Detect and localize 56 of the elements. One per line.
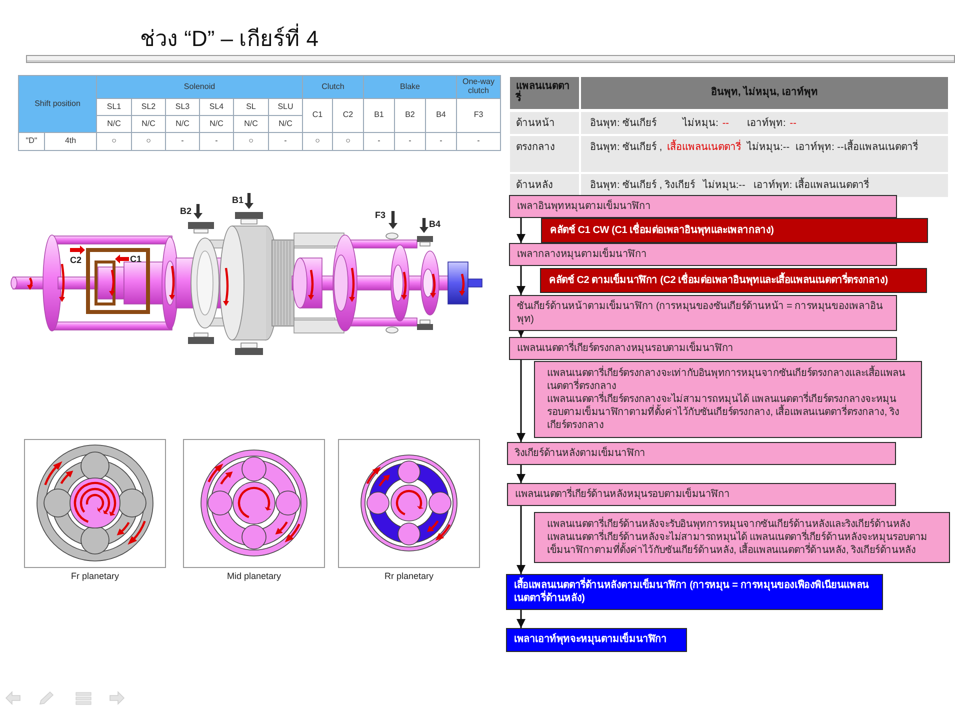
cell-text: เอาท์พุท: เสื้อแพลนเนตตารี่ xyxy=(753,179,869,192)
table-header: Blake xyxy=(363,75,457,99)
part-label: F3 xyxy=(375,210,386,221)
table-header: Clutch xyxy=(302,75,364,99)
note-text: แพลนเนตตารี่เกียร์ตรงกลางจะเท่ากับอินพุทการหมุนจากซันเกียร์ตรงกลางและเสื้อแพลนเนตตารี่ตรงกลาง xyxy=(547,367,911,393)
arrow xyxy=(516,266,526,295)
caption: Mid planetary xyxy=(226,571,282,582)
cell-text: อินพุท: ซันเกียร์ , xyxy=(590,141,662,154)
cell-text: เสื้อแพลนเนตตารี่ xyxy=(667,141,742,154)
highlight-box: เพลาเอาท์พุทจะหมุนตามเข็มนาฬิกา xyxy=(506,628,687,652)
process-box: แพลนเนตตารี่เกียร์ด้านหลังหมุนรอบตามเข็มนาฬิกา xyxy=(507,483,896,506)
table-header: แพลนเนตตารี่ xyxy=(510,77,579,109)
note-box xyxy=(534,361,922,438)
note-text: แพลนเนตตารี่เกียร์ด้านหลังจะรับอินพุทการหมุนจากซันเกียร์ด้านหลังและริงเกียร์ด้านหลัง xyxy=(547,518,939,531)
part-label: C1 xyxy=(130,254,142,265)
note-text: แพลนเนตตารี่เกียร์ตรงกลางจะไม่สามารถหมุนได้ แพลนเนตตารี่เกียร์ตรงกลางจะหมุนรอบตามเข็มนาฬิกาตามที่ตั้งค่าไว้กับซันเกียร์ตรงกลาง, เสื้อแพลนเนตตารี่ตรงกลาง, ริงเกียร์ตรงกลาง xyxy=(547,393,911,432)
part-label: C2 xyxy=(70,255,82,266)
arrow xyxy=(516,506,526,574)
table-cell: ตรงกลาง xyxy=(510,136,579,172)
cell-text: อินพุท: ซันเกียร์ , ริงเกียร์ xyxy=(590,179,695,192)
note-box xyxy=(534,512,950,563)
process-box: ริงเกียร์ด้านหลังตามเข็มนาฬิกา xyxy=(507,442,896,465)
highlight-box: คลัตช์ C1 CW (C1 เชื่อมต่อเพลาอินพุทและเพลากลาง) xyxy=(541,218,928,243)
part-label: B2 xyxy=(180,206,192,217)
caption: Rr planetary xyxy=(383,571,435,582)
cell-text: -- xyxy=(790,117,796,130)
process-box: ซันเกียร์ด้านหน้าตามเข็มนาฬิกา (การหมุนของซันเกียร์ด้านหน้า = การหมุนของเพลาอินพุท) xyxy=(509,295,897,331)
arrow xyxy=(516,360,526,442)
note-text: แพลนเนตตารี่เกียร์ด้านหลังจะไม่สามารถหมุนได้ แพลนเนตตารี่เกียร์ด้านหลังจะหมุนรอบตามเข็มนาฬิกาตามที่ตั้งค่าไว้กับซันเกียร์ด้านหลัง, เสื้อแพลนเนตตารี่ด้านหลัง, ริงเกียร์ด้านหลัง xyxy=(547,531,939,557)
process-box: แพลนเนตตารี่เกียร์ตรงกลางหมุนรอบตามเข็มนาฬิกา xyxy=(509,337,897,360)
table-header: อินพุท, ไม่หมุน, เอาท์พุท xyxy=(581,77,948,109)
highlight-box: คลัตช์ C2 ตามเข็มนาฬิกา (C2 เชื่อมต่อเพลาอินพุทและเสื้อแพลนเนตตารี่ตรงกลาง) xyxy=(540,268,927,293)
cell-text: เอาท์พุท: xyxy=(747,117,786,130)
part-label: B1 xyxy=(232,195,244,206)
table-cell: "D" xyxy=(18,132,45,151)
title: ช่วง “D” – เกียร์ที่ 4 xyxy=(140,25,318,53)
cell-text: ไม่หมุน:-- xyxy=(702,179,746,192)
table-header: Solenoid xyxy=(96,75,303,99)
table-header: Shift position xyxy=(18,75,97,133)
cell-text: เอาท์พุท: --เสื้อแพลนเนตตารี่ xyxy=(796,141,918,154)
table-header: One-way clutch xyxy=(456,75,501,99)
cell-text: อินพุท: ซันเกียร์ xyxy=(590,117,657,130)
cell-text: ไม่หมุน:-- xyxy=(747,141,790,154)
cell-text: ไม่หมุน: xyxy=(682,117,718,130)
arrow xyxy=(516,465,526,483)
table-cell: - xyxy=(456,132,501,151)
cell-text: -- xyxy=(722,117,730,130)
table-cell: ด้านหน้า xyxy=(510,112,579,134)
arrow xyxy=(516,218,526,243)
caption: Fr planetary xyxy=(70,571,120,582)
process-box: เพลาอินพุทหมุนตามเข็มนาฬิกา xyxy=(509,195,897,218)
part-label: B4 xyxy=(429,219,441,230)
arrow xyxy=(516,610,526,628)
highlight-box: เสื้อแพลนเนตตารี่ด้านหลังตามเข็มนาฬิกา (การหมุน = การหมุนของเฟืองพิเนียนแพลนเนตตารี่ด้านหลัง) xyxy=(506,574,883,610)
process-box: เพลากลางหมุนตามเข็มนาฬิกา xyxy=(509,243,897,266)
table-cell: ด้านหลัง xyxy=(510,174,579,197)
